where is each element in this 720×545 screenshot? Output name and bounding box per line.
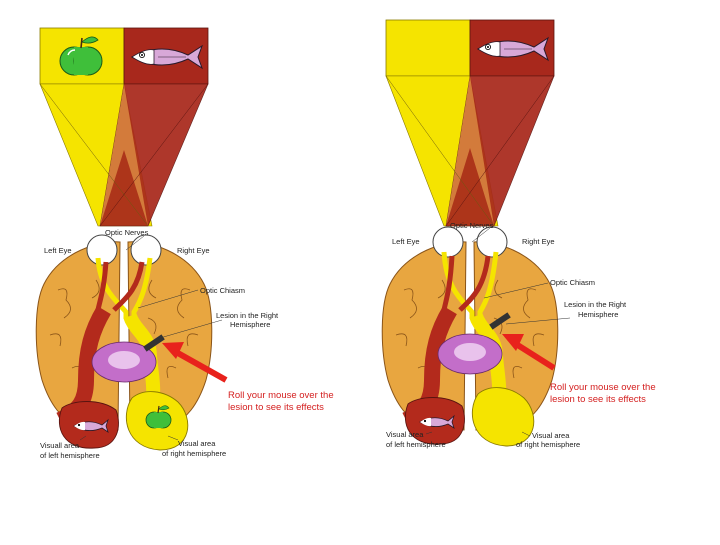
field-overlap — [100, 84, 148, 226]
right-eye — [476, 226, 508, 258]
hint-text-line1: Roll your mouse over the — [550, 382, 656, 393]
optic-nerves-label: Optic Nerves — [450, 221, 494, 230]
fish-icon — [419, 414, 455, 429]
left-eye-label: Left Eye — [44, 246, 72, 255]
hint-text-line1: Roll your mouse over the — [228, 390, 334, 401]
hint-text-line2: lesion to see its effects — [550, 394, 646, 405]
left-eye — [86, 234, 118, 266]
lesion-marker[interactable] — [143, 334, 165, 352]
visual-area-left-line1: Visual area — [386, 430, 424, 439]
fish-icon — [130, 44, 203, 70]
lesion-label-line2: Hemisphere — [578, 310, 618, 319]
panel-left: Optic Nerves Left Eye Right Eye Optic Ch… — [35, 27, 334, 460]
fish-icon — [476, 36, 549, 62]
visual-area-left-line1: Visuall area — [40, 441, 80, 450]
fish-icon — [73, 418, 109, 433]
left-eye — [432, 226, 464, 258]
apple-icon — [145, 405, 172, 429]
left-eye-label: Left Eye — [392, 237, 420, 246]
lesion-label-line1: Lesion in the Right — [216, 311, 279, 320]
panel-right: Optic Nerves Left Eye Right Eye Optic Ch… — [381, 19, 656, 449]
visual-area-right-line2: of right hemisphere — [162, 449, 226, 458]
visual-area-right-line1: Visual area — [178, 439, 216, 448]
brain — [35, 241, 213, 431]
pointer-arrow — [162, 342, 228, 383]
left-visual-field — [385, 19, 471, 77]
optic-chiasm-label: Optic Chiasm — [200, 286, 245, 295]
right-visual-cortex — [471, 387, 535, 447]
right-eye-label: Right Eye — [177, 246, 210, 255]
pointer-arrow — [502, 334, 556, 371]
hint-text-line2: lesion to see its effects — [228, 402, 324, 413]
right-eye — [130, 234, 162, 266]
visual-area-right-line1: Visual area — [532, 431, 570, 440]
lesion-marker[interactable] — [489, 312, 511, 330]
apple-icon — [59, 36, 103, 76]
lesion-label-line2: Hemisphere — [230, 320, 270, 329]
optic-chiasm-label: Optic Chiasm — [550, 278, 595, 287]
visual-area-right-line2: of right hemisphere — [516, 440, 580, 449]
visual-area-left-line2: of left hemisphere — [386, 440, 446, 449]
lesion-label-line1: Lesion in the Right — [564, 300, 627, 309]
right-eye-label: Right Eye — [522, 237, 555, 246]
optic-nerves-label: Optic Nerves — [105, 228, 149, 237]
field-overlap — [446, 76, 494, 226]
visual-area-left-line2: of left hemisphere — [40, 451, 100, 460]
